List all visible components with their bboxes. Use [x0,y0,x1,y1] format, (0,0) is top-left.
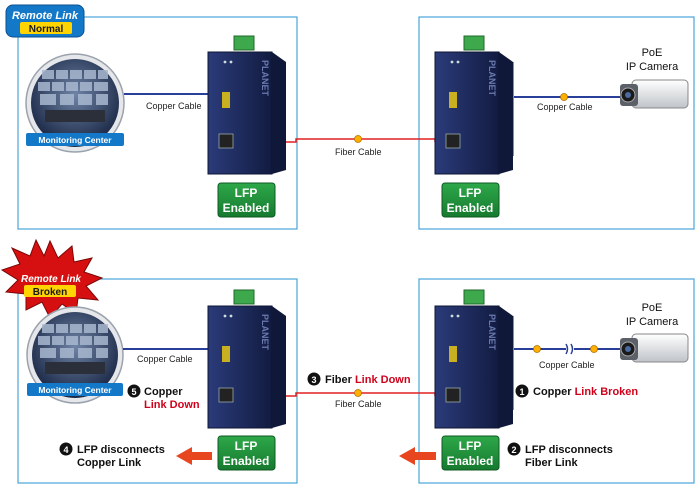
top-badge-line2: Normal [29,24,64,35]
step-4-line2: Copper Link [77,457,142,469]
bottom-lfp-badge-right: LFP Enabled [441,435,500,471]
step-1-number: 1 [519,387,524,397]
step-1-text: Copper Link Broken [533,386,638,398]
step-5-number: 5 [131,387,136,397]
bottom-camera-line2: IP Camera [626,316,679,328]
bottom-left-media-converter: PLANET [207,289,286,429]
top-copper-right-label: Copper Cable [537,102,593,112]
top-left-media-converter: PLANET [207,35,286,175]
top-fiber-connector [354,135,362,143]
top-lfp-badge-left: LFP Enabled [217,182,276,218]
top-right-media-converter: PLANET [434,35,514,175]
top-monitoring-center: Monitoring Center [25,53,125,153]
top-badge-line1: Remote Link [12,10,79,22]
step-3: 3 Fiber Link Down [307,372,411,386]
step-1-text-red: Link Broken [575,386,639,398]
step-5: 5 Copper Link Down [127,384,200,411]
step-4-line1: LFP disconnects [77,444,165,456]
bottom-right-media-converter: PLANET [434,289,514,429]
step-4-number: 4 [63,445,68,455]
step-2-line1: LFP disconnects [525,444,613,456]
bottom-monitoring-label: Monitoring Center [38,385,112,395]
step-5-line1: Copper [144,386,183,398]
bottom-badge-line1: Remote Link [21,274,81,285]
step-2-line2: Fiber Link [525,457,578,469]
step-3-text: Fiber Link Down [325,374,411,386]
top-left-brand: PLANET [260,60,270,97]
bottom-copper-left-label: Copper Cable [137,354,193,364]
top-monitoring-label: Monitoring Center [38,135,112,145]
arrow-left-to-fiber [399,447,436,465]
bottom-lfp-left-line2: Enabled [223,454,270,468]
step-1: 1 Copper Link Broken [515,384,638,398]
bottom-badge-line2: Broken [33,287,67,298]
top-lfp-right-line1: LFP [459,186,482,200]
top-camera-line2: IP Camera [626,61,679,73]
bottom-copper-break-mark [565,343,574,355]
bottom-left-brand: PLANET [260,314,270,351]
bottom-status-burst: Remote Link Broken [0,238,104,319]
top-copper-right-connector [560,93,568,101]
bottom-fiber-label: Fiber Cable [335,399,382,409]
top-lfp-left-line1: LFP [235,186,258,200]
bottom-fiber-connector [354,389,362,397]
top-camera-line1: PoE [642,47,663,59]
step-3-number: 3 [311,375,316,385]
bottom-right-brand: PLANET [487,314,497,351]
top-right-brand: PLANET [487,60,497,97]
bottom-copper-right-label: Copper Cable [539,360,595,370]
step-2-number: 2 [511,445,516,455]
arrow-left-to-copper [176,447,212,465]
top-copper-left-label: Copper Cable [146,101,202,111]
top-ip-camera: PoE IP Camera [620,47,689,109]
bottom-copper-connector-b [590,345,598,353]
step-3-text-black: Fiber [325,374,355,386]
bottom-lfp-badge-left: LFP Enabled [217,435,276,471]
step-1-text-black: Copper [533,386,575,398]
step-2: 2 LFP disconnects Fiber Link [507,442,613,469]
bottom-lfp-right-line2: Enabled [447,454,494,468]
top-status-badge: Remote Link Normal [5,4,85,38]
bottom-copper-connector-a [533,345,541,353]
bottom-monitoring-center: Monitoring Center [26,306,124,404]
bottom-ip-camera: PoE IP Camera [620,302,689,363]
bottom-lfp-left-line1: LFP [235,439,258,453]
bottom-camera-line1: PoE [642,302,663,314]
step-3-text-red: Link Down [355,374,411,386]
step-4: 4 LFP disconnects Copper Link [59,442,165,469]
bottom-lfp-right-line1: LFP [459,439,482,453]
top-lfp-right-line2: Enabled [447,201,494,215]
top-fiber-label: Fiber Cable [335,147,382,157]
step-5-line2: Link Down [144,399,200,411]
top-lfp-left-line2: Enabled [223,201,270,215]
top-lfp-badge-right: LFP Enabled [441,182,500,218]
